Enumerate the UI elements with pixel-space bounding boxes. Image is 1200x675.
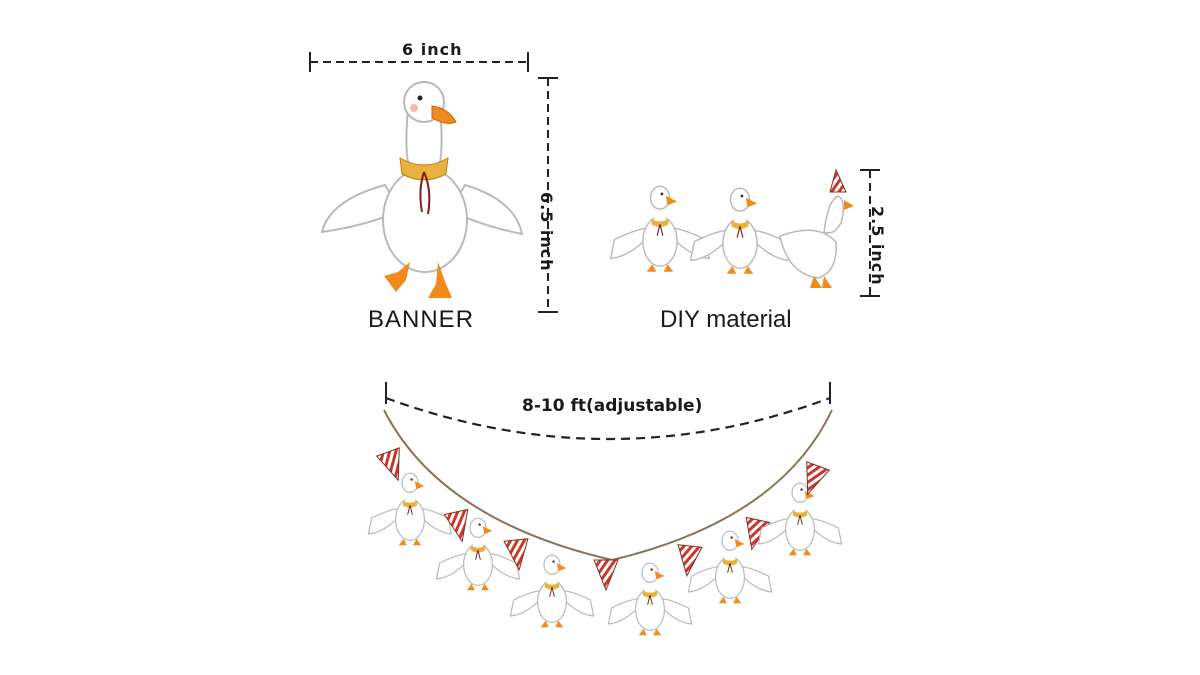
garland-pennant <box>674 544 703 578</box>
garland-goose <box>757 482 843 556</box>
party-hat-icon <box>829 168 847 193</box>
garland-goose <box>607 562 693 636</box>
diy-goose-3-with-hat <box>779 168 854 288</box>
garland-goose <box>509 554 595 628</box>
garland-length-dimension <box>385 382 831 441</box>
garland-pennant <box>593 559 619 591</box>
diy-material-caption: DIY material <box>660 306 792 333</box>
banner-width-dimension <box>309 52 529 72</box>
garland-goose <box>367 472 453 546</box>
banner-height-dimension <box>538 77 558 313</box>
garland-length-label: 8-10 ft(adjustable) <box>522 396 703 416</box>
diy-goose-2 <box>689 187 791 275</box>
diy-height-dimension <box>860 169 880 297</box>
banner-height-label: 6.5 inch <box>537 192 556 272</box>
diy-height-label: 2.5 inch <box>868 206 887 286</box>
banner-goose-illustration <box>320 81 524 298</box>
banner-caption: BANNER <box>368 306 475 333</box>
banner-width-label: 6 inch <box>402 40 463 59</box>
